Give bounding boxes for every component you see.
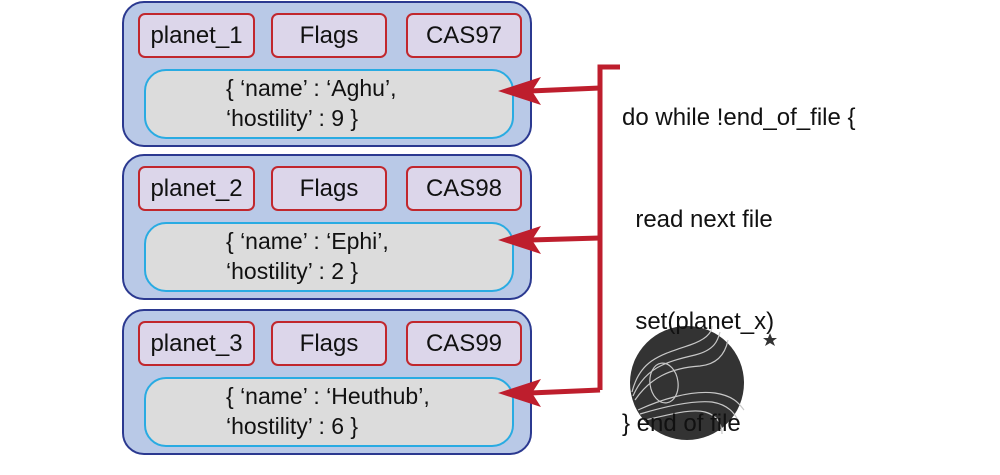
planet-icon — [630, 325, 745, 440]
payload-line: { ‘name’ : ‘Heuthub’, — [226, 383, 430, 409]
record-payload: { ‘name’ : ‘Ephi’, ‘hostility’ : 2 } — [144, 222, 514, 292]
star-icon — [763, 333, 777, 346]
payload-line: { ‘name’ : ‘Ephi’, — [226, 228, 389, 254]
code-line: } end of file — [622, 410, 741, 437]
arrow-line-2 — [529, 235, 601, 243]
code-line: read next file — [622, 206, 773, 233]
record-flags-field: Flags — [271, 13, 387, 58]
record-planet-1: planet_1 Flags CAS97 { ‘name’ : ‘Aghu’, … — [122, 1, 532, 147]
record-payload: { ‘name’ : ‘Heuthub’, ‘hostility’ : 6 } — [144, 377, 514, 447]
record-id-field: planet_3 — [138, 321, 255, 366]
record-cas-field: CAS99 — [406, 321, 522, 366]
code-line: set(planet_x) — [622, 308, 775, 335]
arrowhead-3 — [498, 379, 541, 407]
record-id-field: planet_1 — [138, 13, 255, 58]
arrowhead-1 — [498, 77, 541, 105]
record-cas-field: CAS98 — [406, 166, 522, 211]
record-flags-field: Flags — [271, 321, 387, 366]
arrow-line-3 — [529, 387, 601, 396]
record-id-field: planet_2 — [138, 166, 255, 211]
code-line: do while !end_of_file { — [622, 104, 856, 131]
record-cas-field: CAS97 — [406, 13, 522, 58]
record-planet-2: planet_2 Flags CAS98 { ‘name’ : ‘Ephi’, … — [122, 154, 532, 300]
payload-line: ‘hostility’ : 2 } — [226, 258, 359, 284]
connector-arrows — [498, 64, 777, 440]
record-planet-3: planet_3 Flags CAS99 { ‘name’ : ‘Heuthub… — [122, 309, 532, 455]
arrowhead-2 — [498, 226, 541, 254]
payload-line: ‘hostility’ : 6 } — [226, 413, 359, 439]
arrow-line-1 — [529, 85, 601, 94]
record-flags-field: Flags — [271, 166, 387, 211]
bracket-line — [597, 64, 620, 390]
record-payload: { ‘name’ : ‘Aghu’, ‘hostility’ : 9 } — [144, 69, 514, 139]
pseudo-code: do while !end_of_file { read next file s… — [622, 33, 856, 475]
payload-line: ‘hostility’ : 9 } — [226, 105, 359, 131]
payload-line: { ‘name’ : ‘Aghu’, — [226, 75, 397, 101]
